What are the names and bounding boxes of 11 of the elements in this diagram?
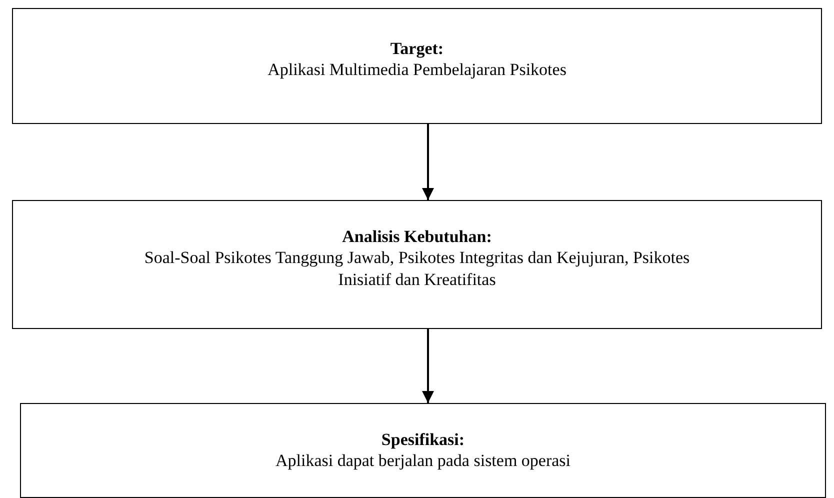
box-text: Aplikasi Multimedia Pembelajaran Psikotes — [268, 59, 566, 81]
arrow — [422, 124, 434, 200]
box-text: Aplikasi dapat berjalan pada sistem operasi — [275, 450, 571, 472]
box-text: Soal-Soal Psikotes Tanggung Jawab, Psikotes Integritas dan Kejujuran, Psikotes Inisiatif dan Kreatifitas — [143, 247, 691, 291]
process-box — [12, 8, 822, 124]
process-box — [12, 200, 822, 329]
arrow — [422, 329, 434, 403]
process-box — [20, 403, 826, 498]
box-heading: Target: — [390, 38, 444, 59]
box-heading: Spesifikasi: — [381, 429, 465, 450]
box-heading: Analisis Kebutuhan: — [342, 226, 492, 247]
